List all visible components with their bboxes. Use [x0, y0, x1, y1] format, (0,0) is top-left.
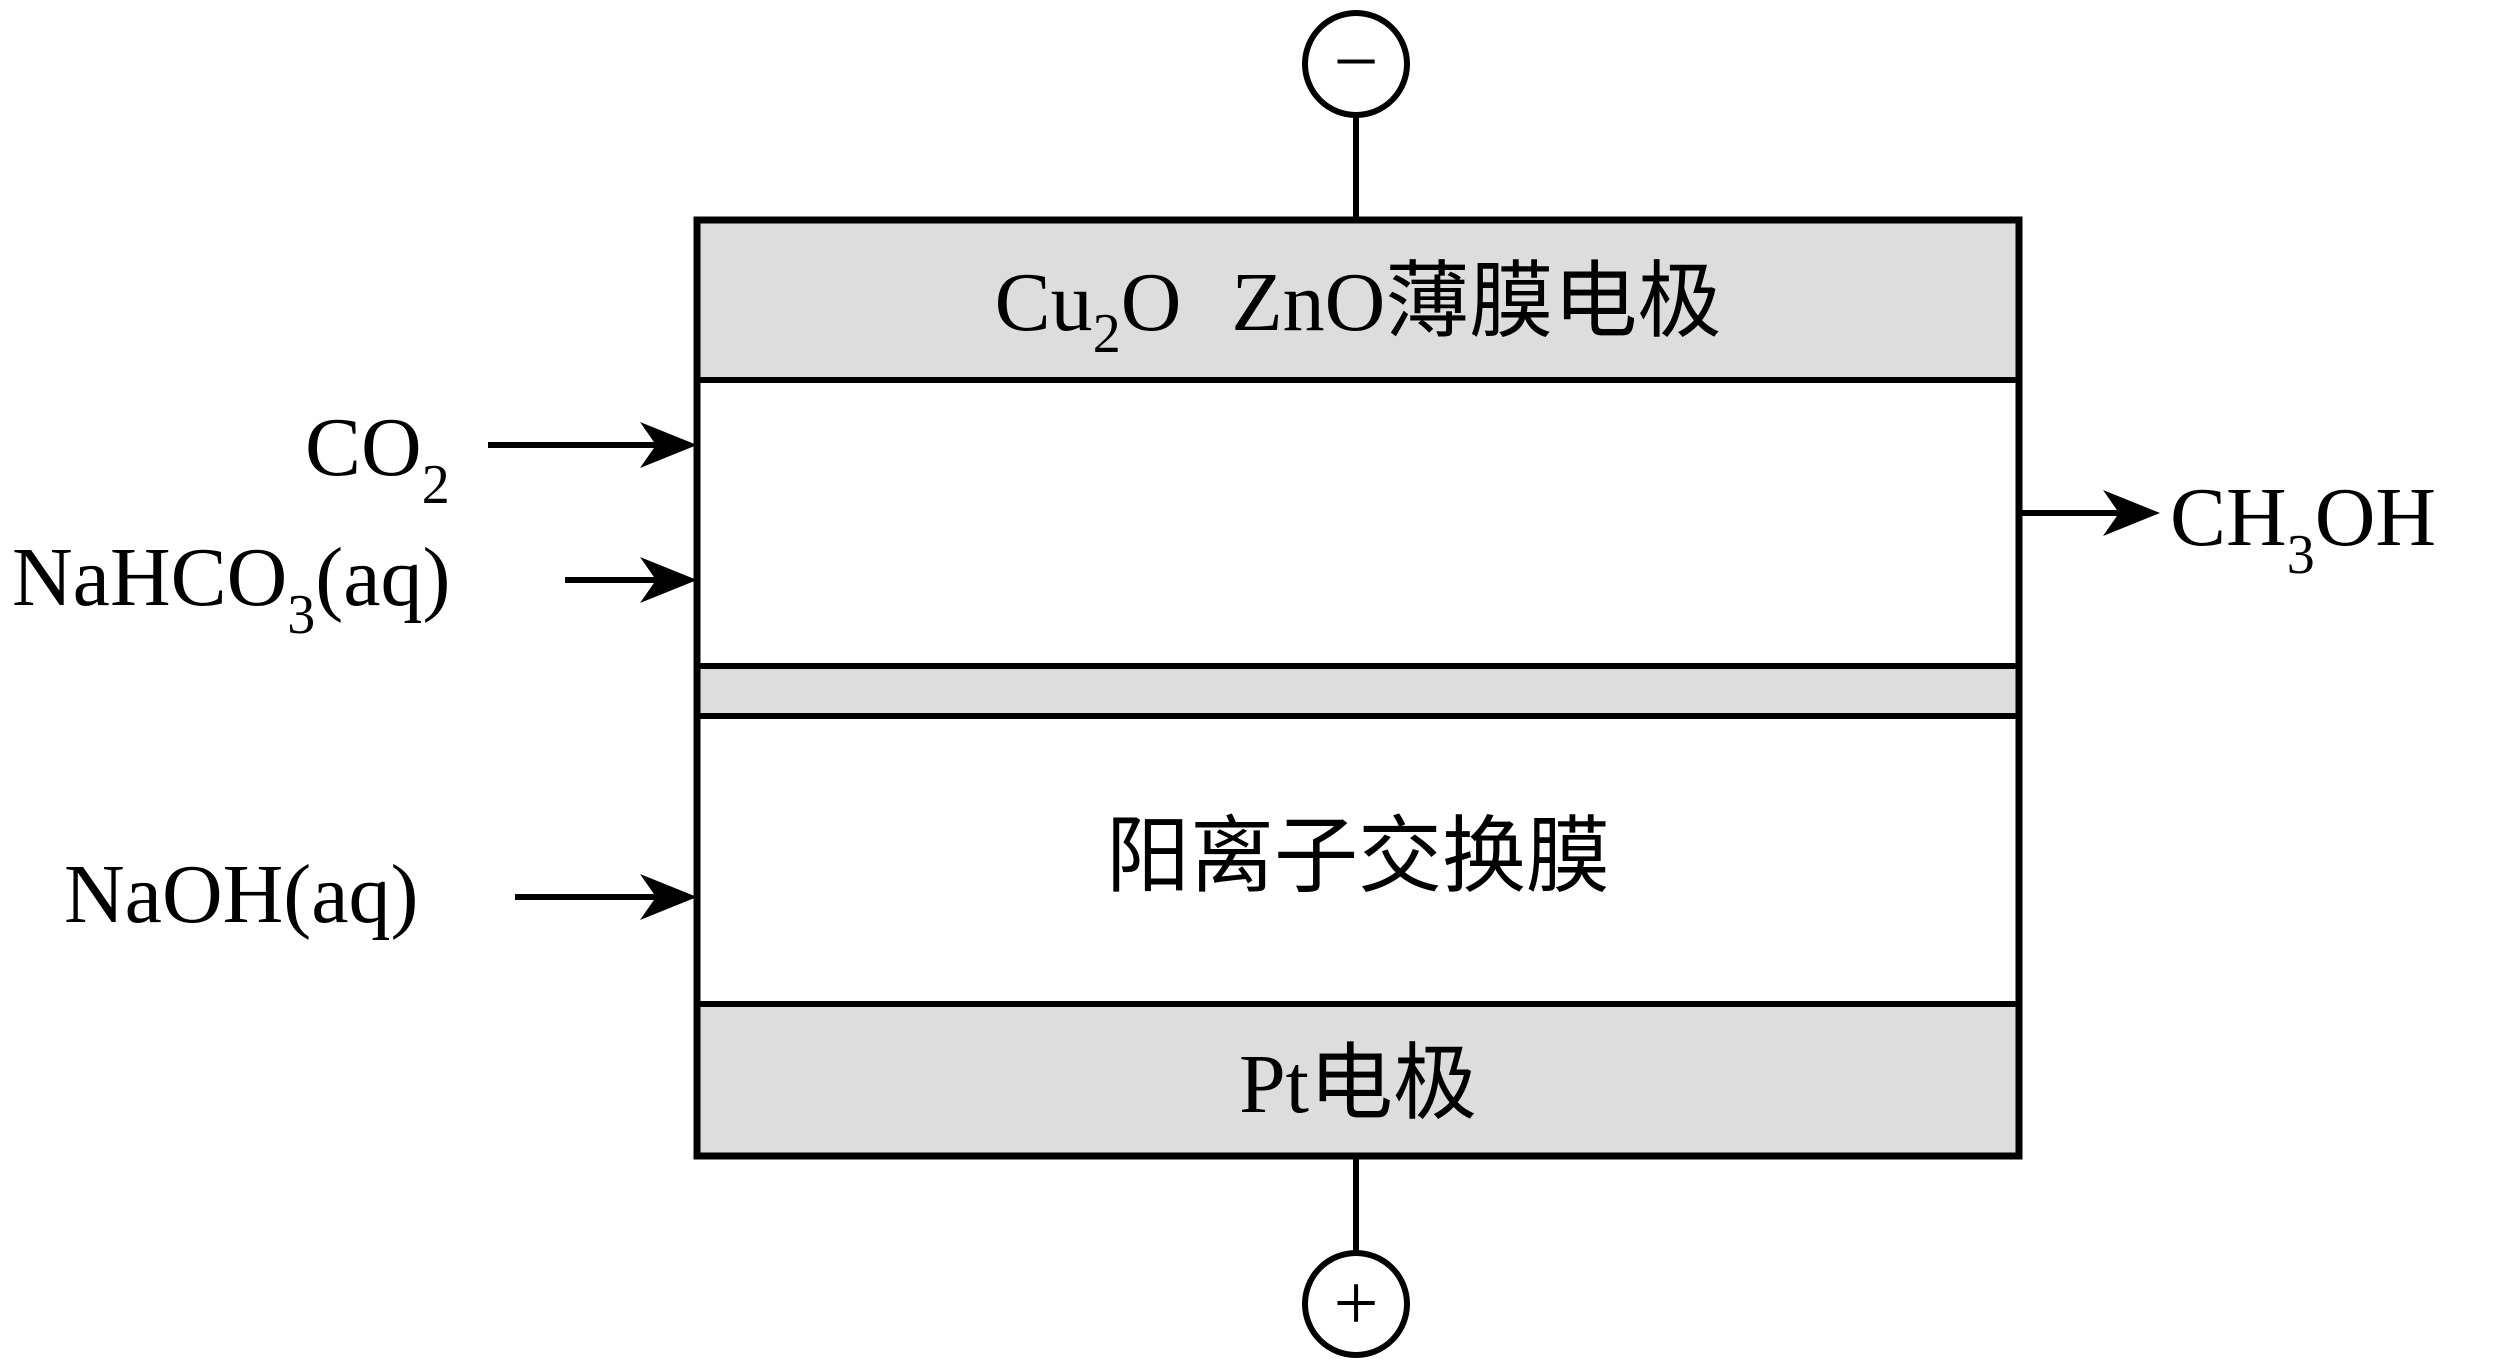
- cathode-layer: [697, 220, 2019, 380]
- positive-terminal: +: [1302, 1158, 1410, 1358]
- arrow-right-icon: [640, 874, 697, 920]
- plus-terminal-icon: [1302, 1250, 1410, 1358]
- cathode-label-o: O: [1121, 256, 1182, 349]
- ch3oh-label-sub: 3: [2287, 524, 2315, 586]
- co2-label: CO2: [305, 401, 450, 516]
- nahco3-label-sub: 3: [287, 584, 315, 646]
- membrane-label: 阳离子交换膜: [1106, 811, 1610, 904]
- anode-layer: [697, 1004, 2019, 1156]
- input-naoh: NaOH(aq): [64, 848, 697, 941]
- co2-label-sub: 2: [422, 454, 450, 516]
- ch3oh-label: CH3OH: [2170, 471, 2436, 586]
- cell-outline: [693, 216, 2023, 1160]
- membrane-strip: [697, 666, 2019, 716]
- input-nahco3: NaHCO3(aq): [12, 531, 697, 646]
- nahco3-label-tail: (aq): [315, 531, 450, 624]
- minus-sign: −: [1333, 18, 1378, 106]
- nahco3-label-main: NaHCO: [12, 531, 287, 624]
- cell-body: [693, 216, 2023, 1160]
- arrow-right-icon: [2103, 490, 2160, 536]
- nahco3-label: NaHCO3(aq): [12, 531, 451, 646]
- naoh-label: NaOH(aq): [64, 848, 419, 941]
- input-co2: CO2: [305, 401, 697, 516]
- ch3oh-label-main: CH: [2170, 471, 2287, 564]
- upper-electrolyte: [697, 380, 2019, 666]
- negative-terminal: −: [1302, 10, 1410, 218]
- arrow-right-icon: [640, 557, 697, 603]
- ch3oh-label-tail: OH: [2315, 471, 2436, 564]
- anode-label: Pt电极: [1239, 1038, 1477, 1131]
- output-ch3oh: CH3OH: [2022, 471, 2436, 586]
- co2-label-main: CO: [305, 401, 422, 494]
- cathode-label-rest: ZnO薄膜电极: [1231, 256, 1721, 349]
- plus-sign: +: [1333, 1260, 1378, 1348]
- cathode-label-sub: 2: [1093, 303, 1121, 365]
- cathode-label: Cu2O ZnO薄膜电极: [995, 256, 1722, 365]
- arrow-right-icon: [640, 422, 697, 468]
- cathode-label-cu: Cu: [995, 256, 1093, 349]
- lower-electrolyte: [697, 716, 2019, 1004]
